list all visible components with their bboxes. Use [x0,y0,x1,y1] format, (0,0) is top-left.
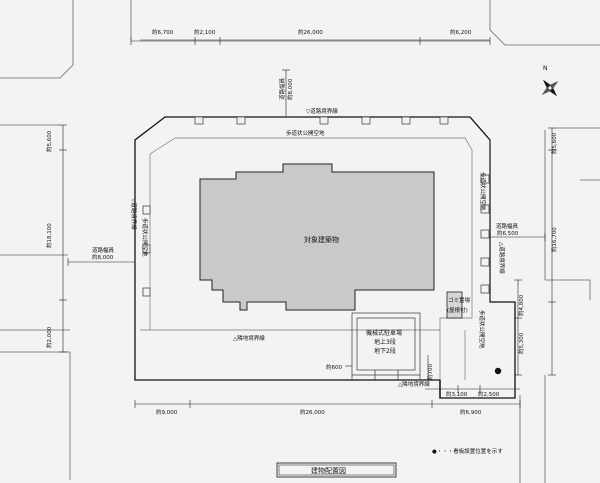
dim-bottom-main: 約26,000 [300,408,325,416]
dim-parking-vertical: 約700 [426,364,434,380]
walkway-right-lower-label: 歩道状公開空地 [478,310,486,349]
road-width-top-value: 約8,000 [286,78,294,100]
boundary-top-label: ▽道路境界線 [306,107,338,115]
dim-parking-left: 約600 [326,363,342,371]
walkway-left-label: 歩道状公開空地 [141,218,149,257]
dim-left-mid: 約18,100 [45,223,53,248]
legend-text: ●・・・看板設置位置を示す [432,447,503,455]
boundary-left-label: ▽道路境界線 [130,198,138,230]
dim-right-small-lower: 約5,300 [517,332,525,354]
dimension-lines [59,37,556,408]
target-building [199,163,435,311]
north-arrow-icon [541,79,559,97]
garbage-area [446,291,463,319]
neighbor-boundary-label: △隣地境界線 [233,334,265,342]
dim-bottom-left: 約9,000 [156,408,178,416]
road-width-left-label: 道路幅員 [92,246,115,254]
property-boundary [134,116,516,399]
garbage-label-2: (屋根付) [447,306,468,314]
walkway-top-label: 歩道状公開空地 [286,129,325,137]
road-width-top-label: 道路幅員 [278,77,286,100]
road-width-right-label: 道路幅員 [496,222,519,230]
boundary-markers [142,116,490,297]
road-width-left-value: 約8,000 [92,253,114,261]
boundary-right-label: △道路境界線 [498,242,506,274]
dim-right-mid: 約16,700 [550,227,558,252]
building-label: 対象建築物 [304,235,339,244]
parking-label-2: 地上3段 [374,338,396,346]
dim-top-left: 約6,700 [152,28,174,36]
dim-bottom-right: 約6,900 [460,408,482,416]
north-label: N [543,65,548,72]
road-width-right-value: 約6,500 [497,229,519,237]
signboard-marker [494,367,502,375]
dim-top-main: 約26,000 [298,28,323,36]
dim-right-upper: 約5,600 [550,132,558,154]
dim-right-small-upper: 約4,800 [517,294,525,316]
drawing-title: 建物配置図 [311,466,346,475]
dim-bottom-small1: 約3,100 [446,390,468,398]
garbage-label-1: ゴミ置場 [448,296,471,304]
dim-bottom-small2: 約2,500 [478,390,500,398]
mechanical-parking [351,312,421,380]
parking-label-3: 地下2段 [374,347,396,355]
dim-left-upper: 約5,600 [45,130,53,152]
walkway-right-upper-label: 歩道状公開空地 [479,172,487,211]
parking-label-1: 機械式駐車場 [366,329,402,337]
dim-left-lower: 約2,000 [45,326,53,348]
dim-top-mid: 約2,100 [194,28,216,36]
dim-top-right: 約6,200 [450,28,472,36]
title-frame [276,462,397,478]
neighbor-boundary-label-2: △隣地境界線 [398,380,430,388]
